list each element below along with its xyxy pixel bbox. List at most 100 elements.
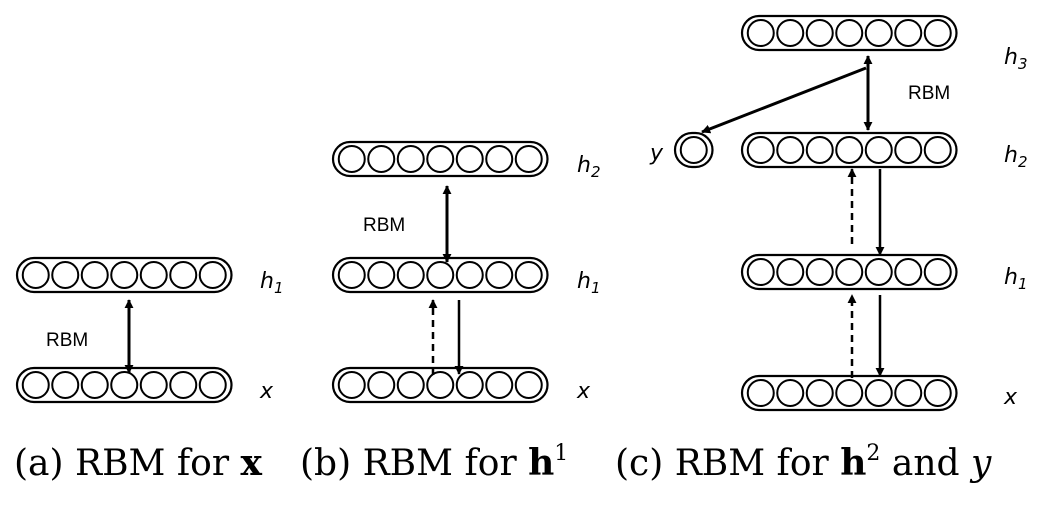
caption-c: (c) RBM for h2 and y <box>615 441 992 484</box>
panel-b-layer-x <box>331 366 549 404</box>
layer-unit <box>923 136 952 164</box>
layer-unit <box>426 145 455 173</box>
layer-unit <box>746 136 775 164</box>
layer-unit <box>776 136 805 164</box>
panel-c-label-x: x <box>1003 385 1018 410</box>
layer-unit <box>864 136 893 164</box>
layer-capsule <box>740 374 958 412</box>
panel-a-layer-x <box>15 366 233 404</box>
layer-unit <box>21 371 50 399</box>
panel-a-label-h1: h1 <box>260 269 284 297</box>
layer-unit <box>514 261 543 289</box>
layer-unit <box>455 145 484 173</box>
layer-unit <box>835 19 864 47</box>
panel-c-label-h1: h1 <box>1004 265 1028 293</box>
layer-capsule <box>331 366 549 404</box>
layer-unit <box>746 379 775 407</box>
layer-unit <box>923 19 952 47</box>
layer-unit <box>396 261 425 289</box>
panel-b-rbm-label: RBM <box>363 215 405 236</box>
layer-unit <box>455 261 484 289</box>
layer-unit <box>746 19 775 47</box>
panel-c-layer-h3 <box>740 14 958 52</box>
layer-unit <box>805 136 834 164</box>
panel-c-label-h3: h3 <box>1004 45 1028 73</box>
layer-capsule <box>740 253 958 291</box>
layer-unit <box>367 261 396 289</box>
layer-unit <box>198 371 227 399</box>
layer-unit <box>679 136 708 164</box>
layer-unit <box>776 19 805 47</box>
layer-unit <box>426 371 455 399</box>
layer-unit <box>337 371 366 399</box>
layer-unit <box>455 371 484 399</box>
layer-unit <box>51 371 80 399</box>
layer-unit <box>514 371 543 399</box>
layer-unit <box>746 258 775 286</box>
layer-unit <box>894 379 923 407</box>
layer-unit <box>426 261 455 289</box>
layer-unit <box>776 379 805 407</box>
layer-unit <box>139 261 168 289</box>
layer-unit <box>835 258 864 286</box>
panel-c-layer-x <box>740 374 958 412</box>
panel-a-label-x: x <box>259 379 274 404</box>
panel-c-label-arrow <box>701 66 867 134</box>
layer-unit <box>776 258 805 286</box>
layer-capsule <box>15 256 233 294</box>
layer-unit <box>894 19 923 47</box>
caption-b: (b) RBM for h1 <box>300 441 568 484</box>
layer-unit <box>80 371 109 399</box>
layer-unit <box>923 379 952 407</box>
panel-c-layer-h2 <box>740 131 958 169</box>
layer-unit <box>894 136 923 164</box>
layer-unit <box>864 379 893 407</box>
layer-unit <box>923 258 952 286</box>
panel-c-layer-h1 <box>740 253 958 291</box>
layer-unit <box>805 19 834 47</box>
panel-b-layer-h1 <box>331 256 549 294</box>
layer-unit <box>835 379 864 407</box>
panel-b-label-h1: h1 <box>577 269 601 297</box>
layer-unit <box>485 261 514 289</box>
layer-capsule <box>15 366 233 404</box>
panel-c-label-y: y <box>649 141 664 166</box>
layer-unit <box>396 371 425 399</box>
layer-unit <box>337 261 366 289</box>
layer-unit <box>396 145 425 173</box>
layer-unit <box>835 136 864 164</box>
layer-unit <box>51 261 80 289</box>
layer-capsule <box>740 131 958 169</box>
layer-unit <box>169 261 198 289</box>
layer-unit <box>485 145 514 173</box>
layer-unit <box>864 258 893 286</box>
panel-a-layer-h1 <box>15 256 233 294</box>
layer-unit <box>805 379 834 407</box>
panel-a-rbm-label: RBM <box>46 330 88 351</box>
layer-unit <box>110 261 139 289</box>
layer-unit <box>894 258 923 286</box>
panel-b-layer-h2 <box>331 140 549 178</box>
layer-unit <box>367 371 396 399</box>
layer-unit <box>864 19 893 47</box>
layer-unit <box>198 261 227 289</box>
panel-c-rbm-label: RBM <box>908 83 950 104</box>
panel-c-label-h2: h2 <box>1004 143 1028 171</box>
layer-unit <box>169 371 198 399</box>
layer-unit <box>805 258 834 286</box>
layer-unit <box>514 145 543 173</box>
layer-unit <box>110 371 139 399</box>
layer-capsule <box>331 256 549 294</box>
layer-unit <box>80 261 109 289</box>
caption-a: (a) RBM for x <box>14 442 263 484</box>
panel-b-label-h2: h2 <box>577 153 601 181</box>
panel-c-layer-y <box>673 131 714 169</box>
layer-unit <box>337 145 366 173</box>
layer-unit <box>485 371 514 399</box>
layer-unit <box>139 371 168 399</box>
layer-unit <box>367 145 396 173</box>
layer-capsule <box>673 131 714 169</box>
layer-capsule <box>740 14 958 52</box>
